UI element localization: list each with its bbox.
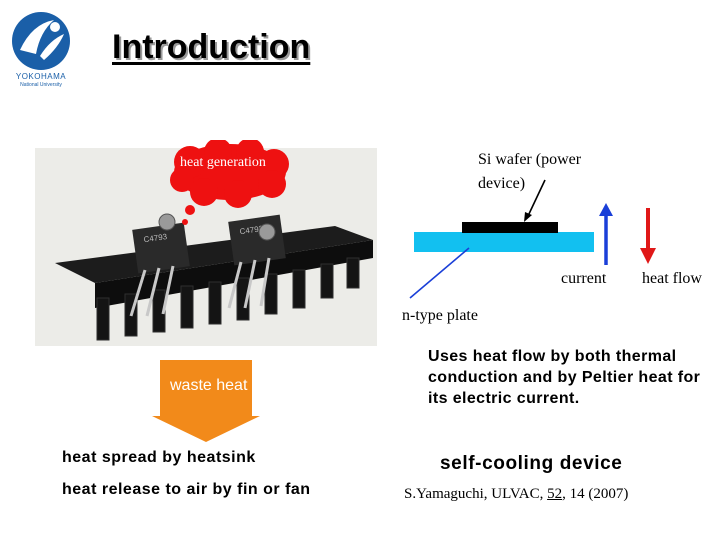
page-title-shadow: Introduction (114, 30, 313, 68)
wafer-pointer (527, 179, 546, 217)
waste-heat-label: waste heat (170, 377, 248, 394)
svg-text:C4793: C4793 (239, 224, 264, 236)
self-cooling-heading: self-cooling device (440, 453, 623, 474)
n-type-plate-label: n-type plate (402, 307, 478, 324)
plate-pointer (409, 247, 470, 299)
wafer-label: Si wafer (power device) (478, 151, 582, 192)
n-type-plate (414, 232, 594, 252)
page-title: Introduction (112, 28, 311, 66)
peltier-diagram (409, 179, 656, 299)
logo-name: YOKOHAMA (15, 72, 67, 81)
heat-generation-cloud (170, 140, 289, 225)
heat-flow-label: heat flow (642, 270, 702, 287)
heat-generation-label: heat generation (180, 155, 266, 170)
university-logo (12, 12, 70, 70)
citation-suffix: , 14 (2007) (562, 486, 629, 502)
description-text: Uses heat flow by both thermal conductio… (428, 348, 701, 407)
current-label: current (561, 270, 607, 287)
svg-text:C4793: C4793 (143, 232, 168, 244)
logo-subtitle: National University (20, 82, 62, 88)
heat-spread-text: heat spread by heatsink (62, 449, 256, 466)
waste-heat-arrow (152, 360, 260, 442)
citation-volume: 52 (547, 486, 563, 502)
heat-release-text: heat release to air by fin or fan (62, 481, 311, 498)
citation: S.Yamaguchi, ULVAC, 52, 14 (2007) (404, 486, 628, 503)
si-wafer (462, 222, 558, 233)
citation-prefix: S.Yamaguchi, ULVAC, (404, 486, 548, 502)
